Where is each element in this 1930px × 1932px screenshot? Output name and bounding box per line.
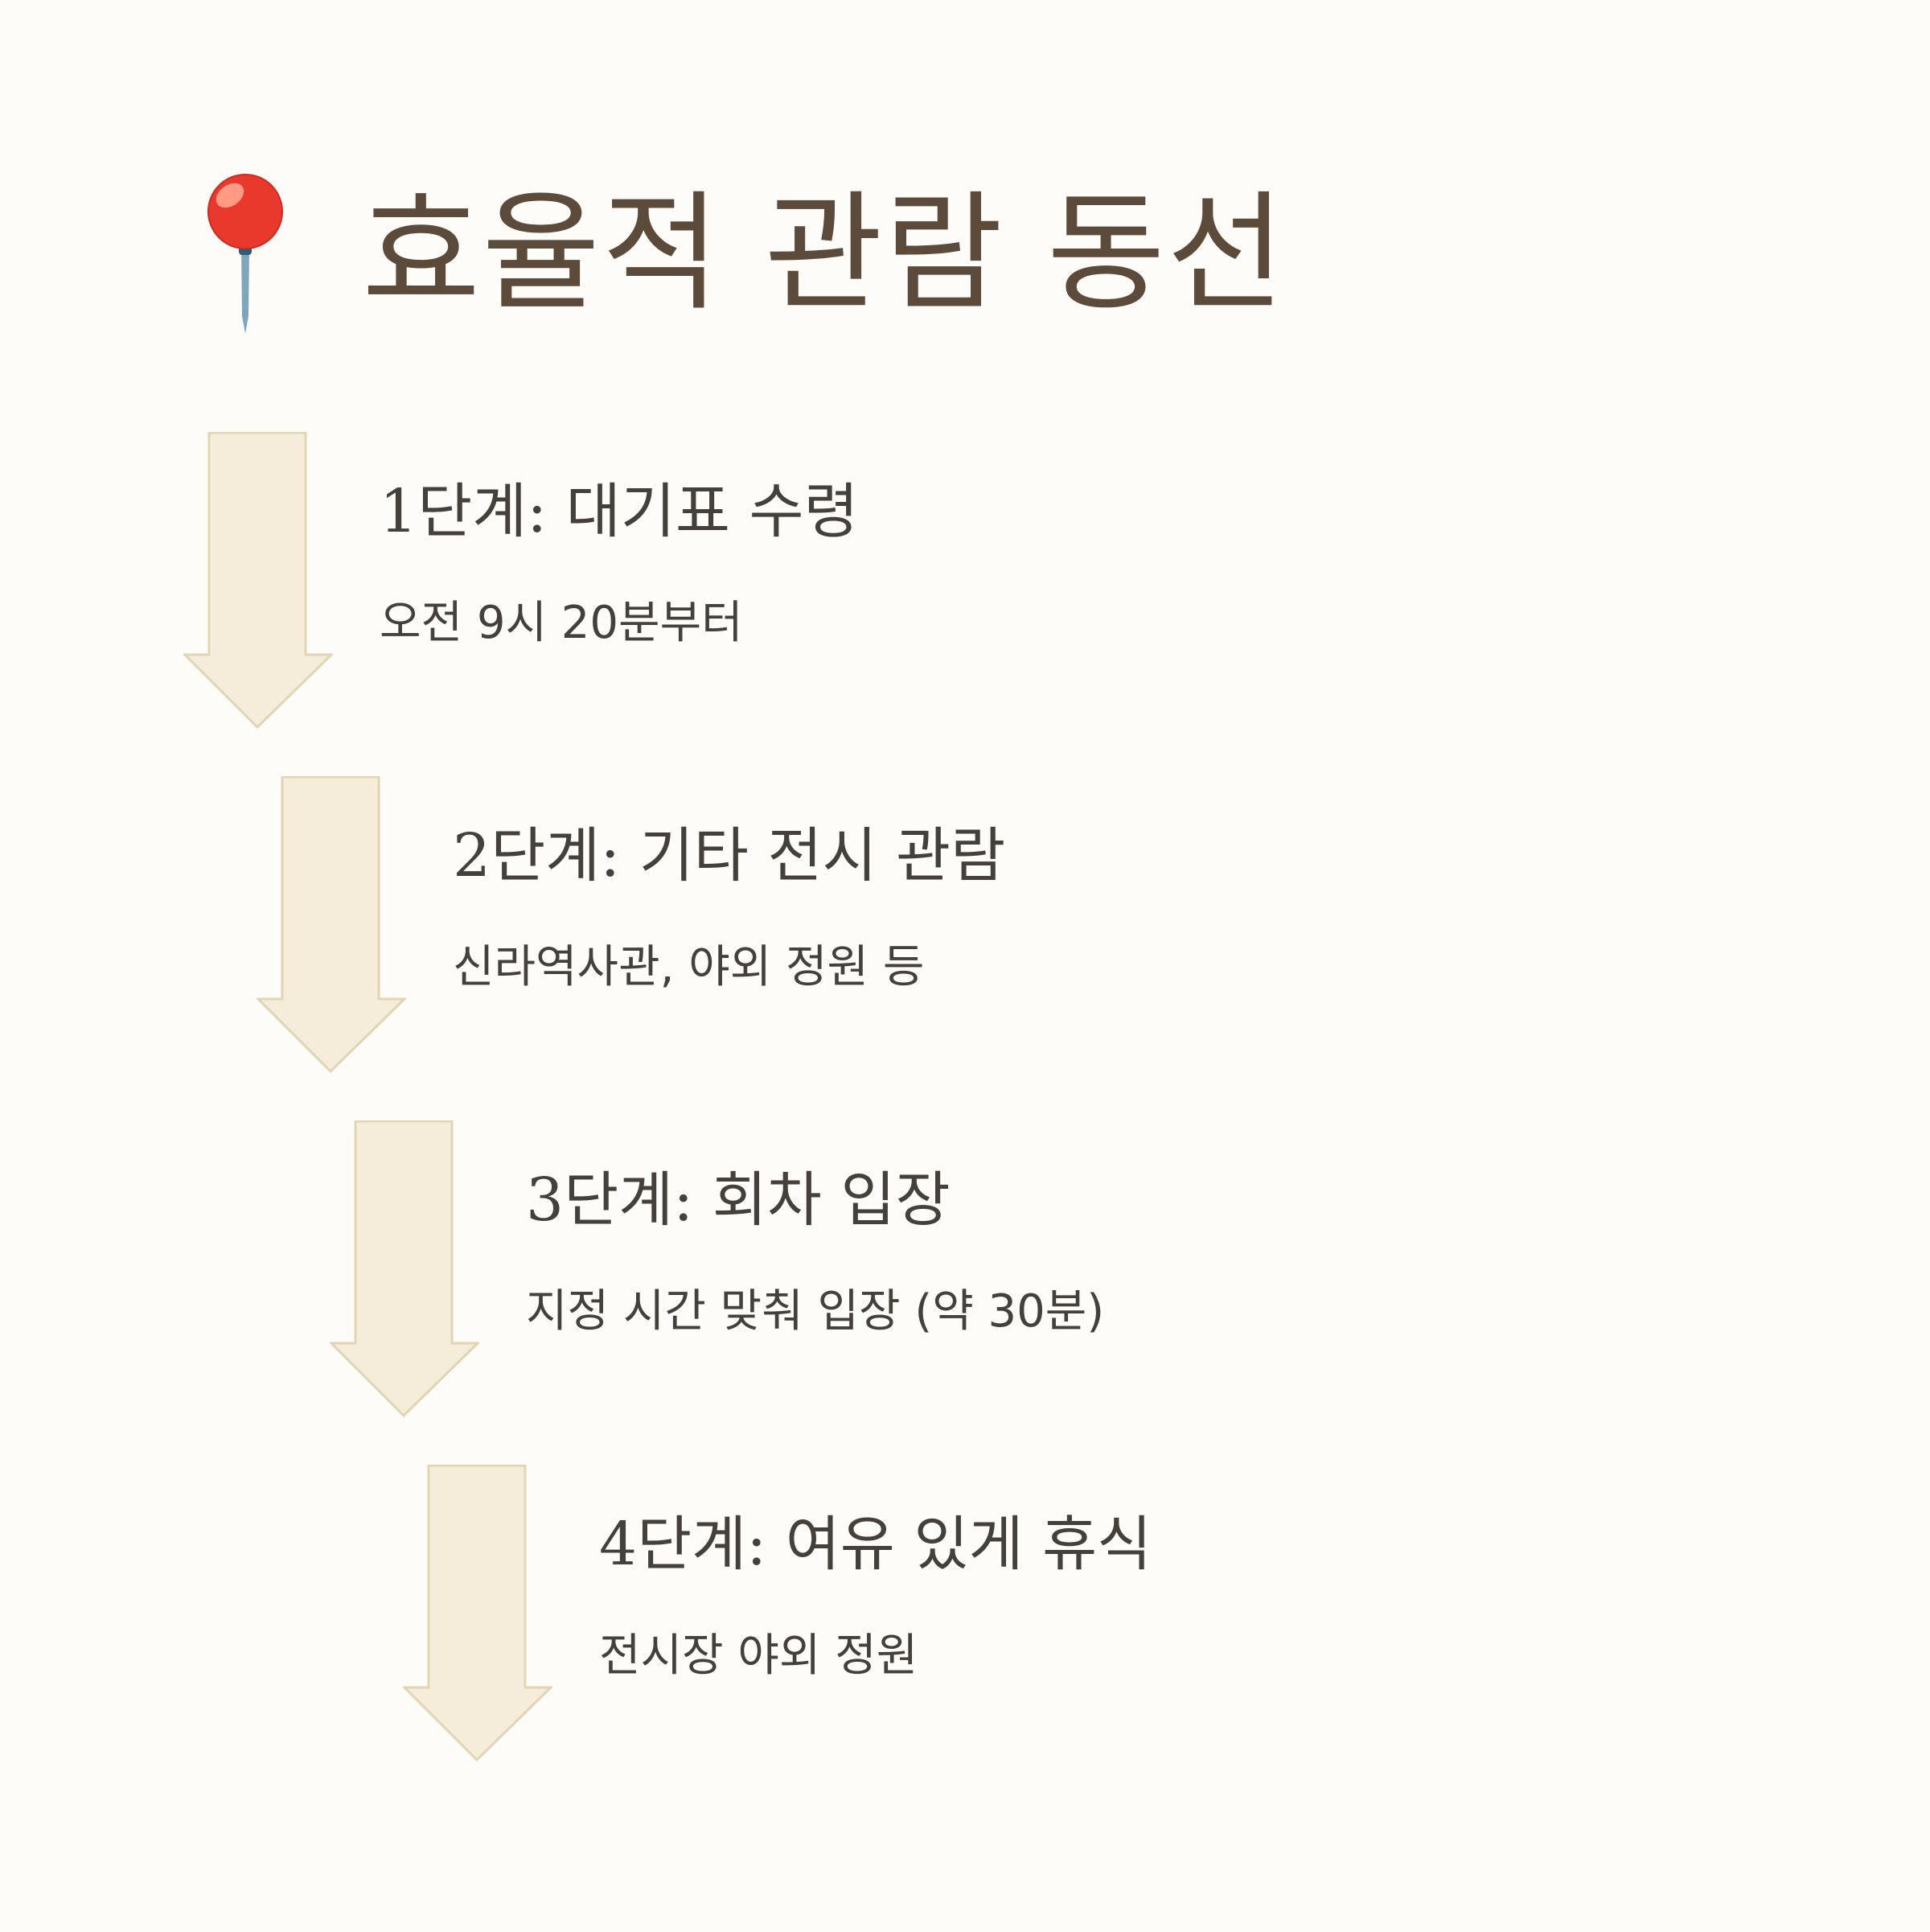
pushpin-icon — [207, 174, 283, 334]
step-title: 4단계: 여유 있게 휴식 — [599, 1510, 1152, 1579]
step-description: 전시장 야외 정원 — [599, 1630, 918, 1682]
step-description: 오전 9시 20분부터 — [380, 597, 743, 649]
down-arrow-icon — [183, 432, 333, 729]
page-title: 효율적 관람 동선 — [362, 178, 1287, 328]
step-title: 2단계: 기타 전시 관람 — [453, 821, 1006, 890]
step-description: 지정 시간 맞춰 입장 (약 30분) — [526, 1285, 1105, 1338]
down-arrow-icon — [403, 1465, 552, 1761]
down-arrow-icon — [330, 1120, 479, 1417]
step-title: 1단계: 대기표 수령 — [380, 477, 859, 546]
step-title: 3단계: 회차 입장 — [526, 1165, 951, 1235]
down-arrow-icon — [257, 776, 406, 1073]
step-description: 신라역사관, 야외 정원 등 — [453, 941, 925, 993]
page-header: 효율적 관람 동선 — [193, 173, 1287, 334]
